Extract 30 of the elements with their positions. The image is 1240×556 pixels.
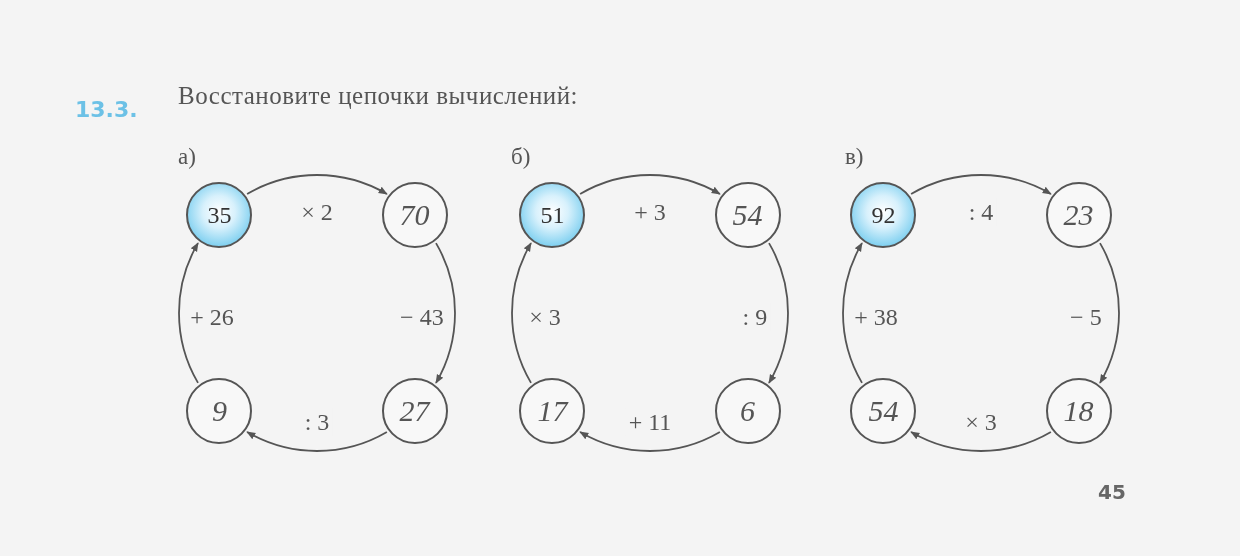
arrow [842,242,863,384]
answer-circle: 9 [186,377,253,444]
arrow [246,431,388,452]
item-letter: а) [178,144,196,170]
arrow [910,431,1052,452]
instruction-text: Восстановите цепочки вычислений: [178,82,578,110]
arrow [579,431,721,452]
answer-circle: 27 [381,377,448,444]
item-letter: б) [511,144,531,170]
arrow [178,242,199,384]
answer-circle: 54 [850,377,917,444]
given-number-circle: 92 [850,182,917,249]
answer-circle: 6 [714,377,781,444]
arrow [579,174,721,195]
given-number-circle: 51 [519,182,586,249]
given-number-circle: 35 [186,182,253,249]
arrow [910,174,1052,195]
arrow [246,174,388,195]
arrow [435,242,456,384]
answer-circle: 54 [714,182,781,249]
arrow [511,242,532,384]
answer-circle: 70 [381,182,448,249]
arrow [768,242,789,384]
exercise-number: 13.3. [75,97,138,122]
answer-circle: 18 [1045,377,1112,444]
answer-circle: 23 [1045,182,1112,249]
answer-circle: 17 [519,377,586,444]
page-number: 45 [1098,480,1126,504]
arrow [1099,242,1120,384]
item-letter: в) [845,144,864,170]
